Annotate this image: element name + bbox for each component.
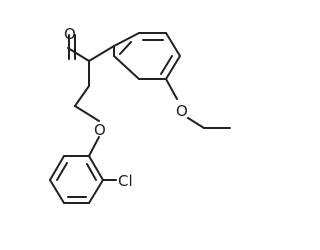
ring1-inner-bond [160,55,173,75]
carbonyl-bond-to-ring [67,47,90,62]
ch2-to-oxygen-bond [74,105,100,122]
ring2-inner-bond [56,162,68,181]
carbonyl-group [67,34,90,87]
methoxyphenyl-ring [88,32,231,129]
ring1-bond [113,55,140,80]
ring1-bond [88,45,115,62]
ring1-bond [113,32,140,47]
molecule-diagram: O O O Cl [49,25,231,204]
ring1-inner-bond [119,41,132,55]
ring2-inner-bond [86,163,97,181]
methoxy-oxygen-label: O [176,102,188,120]
ch2-bond [74,85,90,107]
ring2-bond [49,179,65,204]
ring2-bond [88,155,104,181]
ring1-to-methoxy-bond [165,78,178,100]
linker [74,85,100,157]
structure-canvas: O O O Cl [49,25,231,204]
methoxy-methyl-bond [187,117,205,129]
chlorine-label: Cl [118,172,133,190]
chlorophenyl-ring [49,155,117,204]
oxygen-to-ring-bond [88,136,100,157]
ether-oxygen-label: O [94,121,106,139]
ring1-bond [165,55,181,80]
ring2-bond [88,179,104,204]
carbonyl-oxygen-label: O [64,25,76,43]
ring2-bond [49,155,65,181]
ring1-bond [165,32,181,57]
